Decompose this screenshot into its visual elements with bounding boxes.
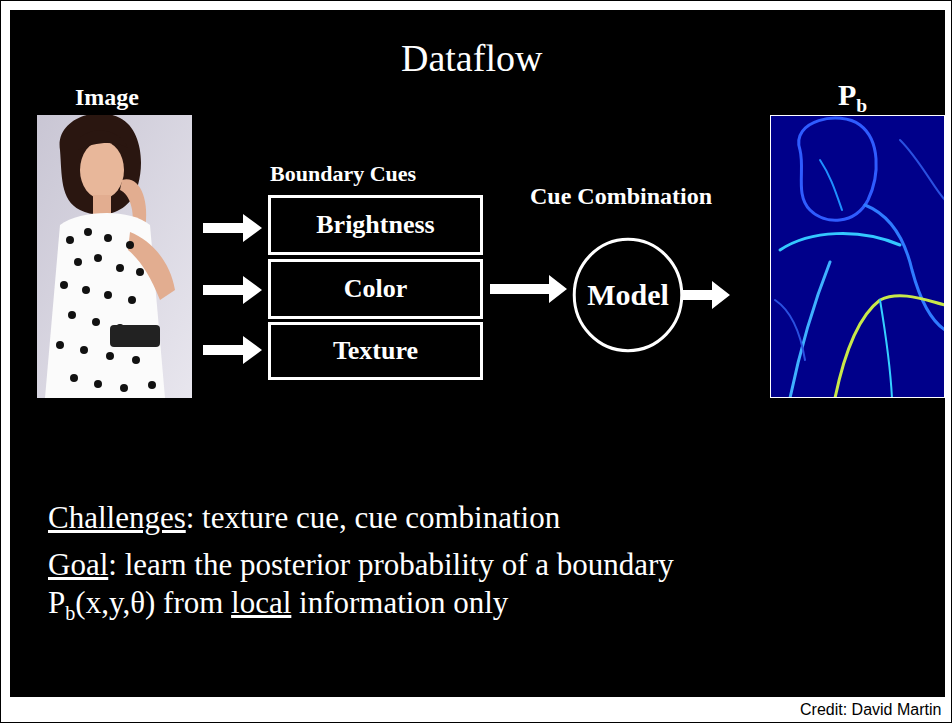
note-text: : texture cue, cue combination bbox=[186, 500, 560, 535]
group-heading: Cue Combination bbox=[530, 183, 712, 210]
cue-box: Brightness bbox=[268, 195, 483, 255]
boundary-map bbox=[770, 115, 945, 398]
note-text: P bbox=[48, 585, 65, 620]
node-text: Color bbox=[344, 274, 408, 304]
challenges-note: Challenges: texture cue, cue combination bbox=[48, 500, 560, 536]
subscript-text: b bbox=[856, 95, 867, 116]
model-circle: Model bbox=[572, 237, 684, 353]
note-text: information only bbox=[291, 585, 508, 620]
note-text: (x,y,θ) from bbox=[75, 585, 231, 620]
goal-note: Pb(x,y,θ) from local information only bbox=[48, 585, 508, 625]
cue-box: Color bbox=[268, 259, 483, 319]
note-text: P bbox=[838, 78, 856, 111]
image-label: Image bbox=[75, 84, 139, 111]
cue-box: Texture bbox=[268, 322, 483, 380]
node-text: Model bbox=[587, 278, 669, 312]
credit-note: Credit: David Martin bbox=[800, 701, 941, 719]
note-text: Challenges bbox=[48, 500, 186, 535]
node-text: Brightness bbox=[316, 210, 434, 240]
note-text: Goal bbox=[48, 547, 108, 582]
note-text: local bbox=[231, 585, 291, 620]
input-photo bbox=[37, 115, 192, 398]
group-heading: Boundary Cues bbox=[270, 161, 416, 187]
map-label: Pb bbox=[838, 78, 867, 117]
node-text: Texture bbox=[333, 336, 418, 366]
goal-note: Goal: learn the posterior probability of… bbox=[48, 547, 674, 583]
subscript-text: b bbox=[65, 602, 75, 624]
note-text: : learn the posterior probability of a b… bbox=[108, 547, 674, 582]
slide-title: Dataflow bbox=[401, 36, 542, 80]
block-arrow bbox=[490, 275, 567, 303]
